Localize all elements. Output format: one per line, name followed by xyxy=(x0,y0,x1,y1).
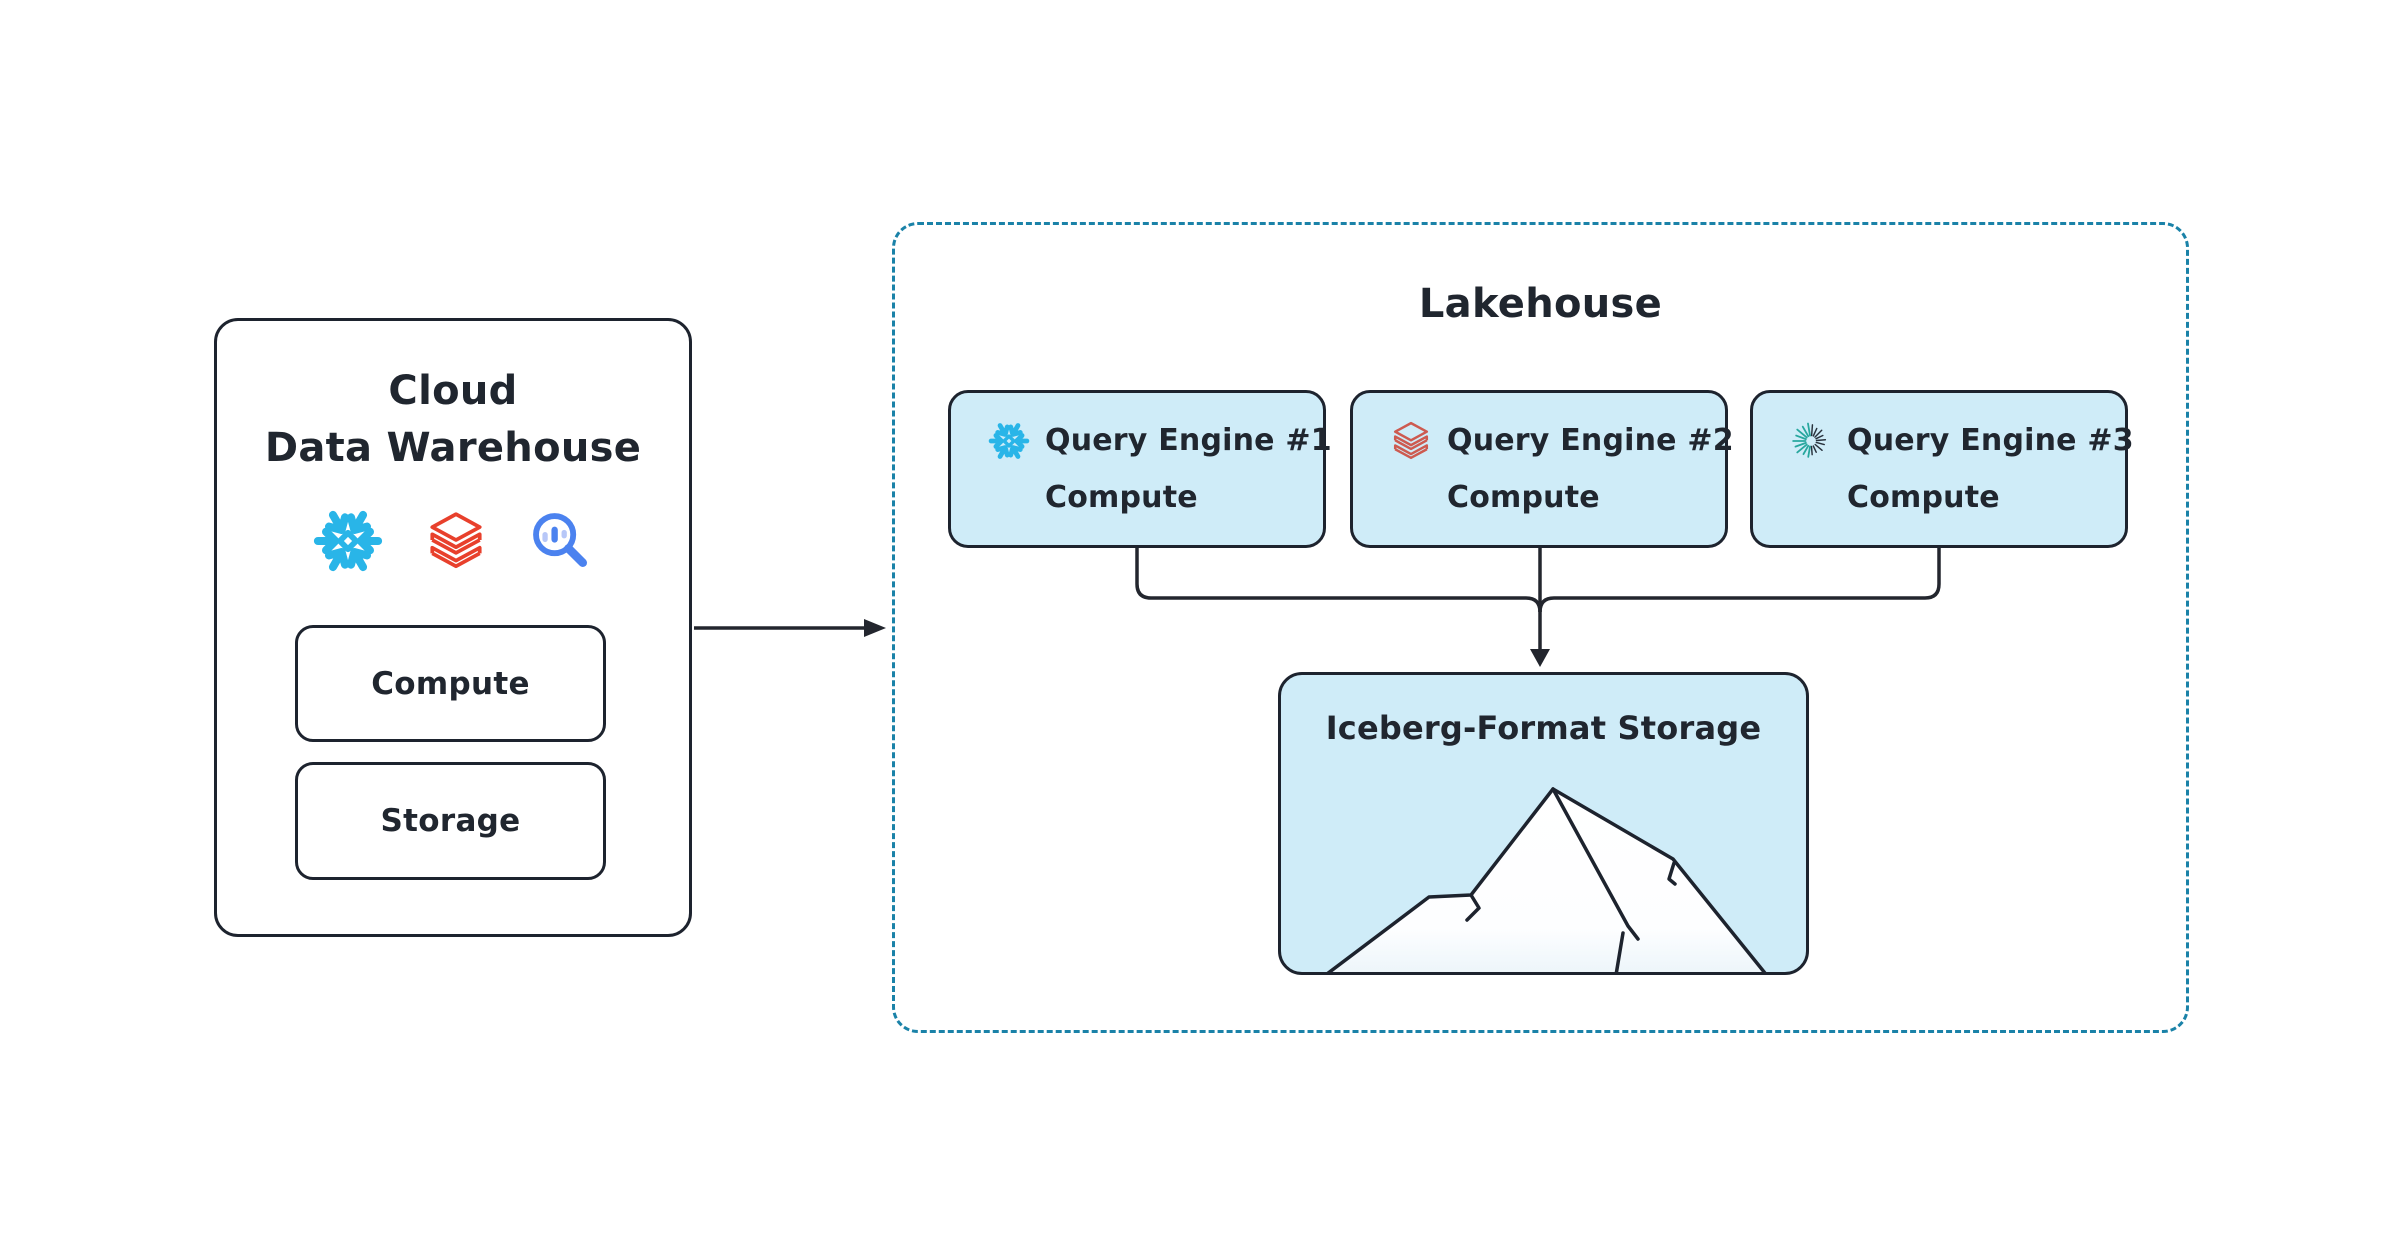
ledge-crack xyxy=(1465,893,1481,922)
query-engine-1-compute-label: Compute xyxy=(1045,480,1198,515)
iceberg-format-storage-title: Iceberg-Format Storage xyxy=(1325,709,1762,747)
cloud-data-warehouse-box: Cloud Data Warehouse Compute Storage xyxy=(214,318,692,937)
query-engine-1-box: Query Engine #1 Compute xyxy=(948,390,1332,548)
query-engine-2-compute-label: Compute xyxy=(1447,480,1600,515)
snowflake-icon xyxy=(987,419,1031,463)
cloud-data-warehouse-title: Cloud Data Warehouse xyxy=(217,363,689,477)
arrowhead-right xyxy=(864,619,886,637)
databricks-icon xyxy=(423,508,489,574)
compute-box: Compute xyxy=(295,625,606,742)
compute-label: Compute xyxy=(371,665,530,702)
query-engine-3-box: Query Engine #3 Compute xyxy=(1750,390,2134,548)
query-engine-1-label: Query Engine #1 xyxy=(1045,423,1332,458)
storage-label: Storage xyxy=(380,803,521,839)
snowflake-icon xyxy=(311,504,385,578)
lower-crevice xyxy=(1614,931,1625,972)
iceberg-mountain-illustration xyxy=(1326,787,1767,972)
vendor-icons-row xyxy=(217,503,689,579)
lakehouse-region: Lakehouse Query Engine #1 Compute Query … xyxy=(892,222,2189,1033)
center-crevice xyxy=(1551,787,1640,941)
query-engine-3-compute-label: Compute xyxy=(1847,480,2000,515)
iceberg-format-storage-box: Iceberg-Format Storage xyxy=(1278,672,1809,975)
mountain-silhouette xyxy=(1326,787,1767,972)
storage-box: Storage xyxy=(295,762,606,880)
title-line-2: Data Warehouse xyxy=(264,425,642,471)
lakehouse-title: Lakehouse xyxy=(1418,281,1663,327)
starburst-icon xyxy=(1789,419,1833,463)
title-line-1: Cloud xyxy=(388,368,518,414)
right-notch xyxy=(1667,861,1677,886)
query-engine-3-label: Query Engine #3 xyxy=(1847,423,2134,458)
query-engine-2-label: Query Engine #2 xyxy=(1447,423,1734,458)
query-magnifier-icon xyxy=(527,507,595,575)
query-engine-2-box: Query Engine #2 Compute xyxy=(1350,390,1734,548)
databricks-icon xyxy=(1389,419,1433,463)
